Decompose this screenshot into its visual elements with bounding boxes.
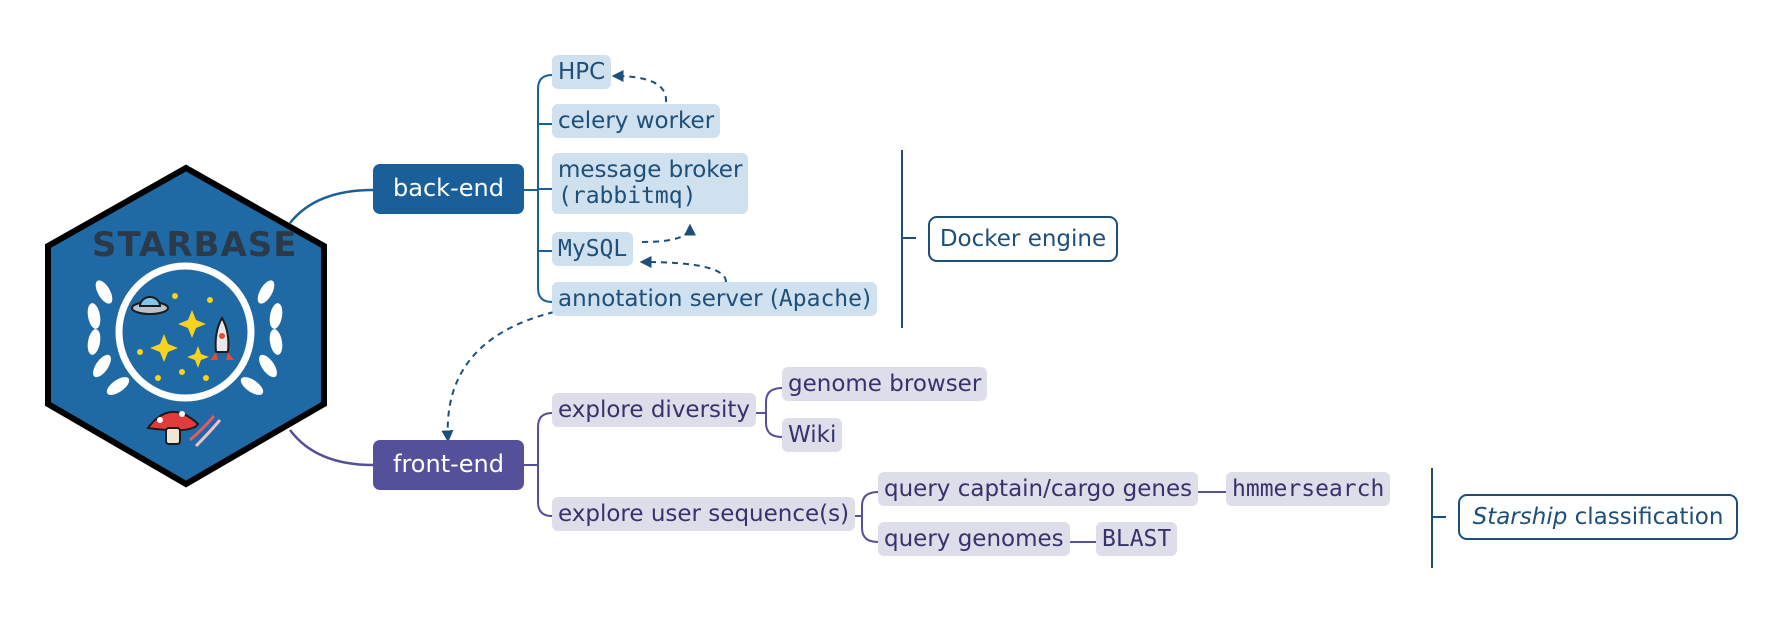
annotation-server-label: annotation server ( [558, 286, 779, 312]
connector-logo-backend [289, 188, 374, 224]
rocket-icon [210, 315, 234, 360]
hmmersearch-node[interactable]: hmmersearch [1226, 472, 1391, 507]
mysql-node[interactable]: MySQL [552, 232, 634, 267]
backend-bracket [524, 74, 553, 303]
annotation-server-close: ) [862, 286, 871, 312]
dna-helix-icon [189, 415, 222, 448]
frontend-bracket [524, 412, 553, 517]
backend-dashed-arrows [441, 70, 727, 443]
annotation-server-node[interactable]: annotation server (Apache) [552, 282, 877, 317]
connector-logo-frontend [288, 429, 374, 467]
query-captain-node[interactable]: query captain/cargo genes [878, 472, 1199, 507]
query-genomes-node[interactable]: query genomes [878, 522, 1070, 557]
ufo-icon [131, 296, 169, 315]
annotation-server-apache: Apache [778, 286, 862, 312]
classification-label: classification [1567, 503, 1724, 530]
genome-browser-node[interactable]: genome browser [782, 367, 988, 402]
frontend-node[interactable]: front-end [373, 440, 524, 490]
diversity-bracket [752, 387, 783, 438]
explore-diversity-node[interactable]: explore diversity [552, 393, 757, 428]
starship-italic: Starship [1472, 503, 1568, 530]
mushroom-icon [146, 410, 200, 445]
laurel-wreath-icon [87, 280, 283, 395]
classification-bracket [1431, 468, 1446, 568]
message-broker-detail: (rabbitmq) [558, 183, 697, 210]
user-seq-bracket [850, 491, 1226, 543]
docker-bracket [901, 150, 916, 328]
hpc-node[interactable]: HPC [552, 55, 612, 90]
logo-title: STARBASE [92, 225, 298, 265]
backend-node[interactable]: back-end [373, 164, 524, 214]
blast-node[interactable]: BLAST [1096, 522, 1178, 557]
explore-user-sequence-node[interactable]: explore user sequence(s) [552, 497, 856, 532]
message-broker-node[interactable]: message broker (rabbitmq) [552, 153, 749, 214]
docker-engine-node[interactable]: Docker engine [928, 216, 1118, 262]
message-broker-label: message broker [558, 157, 743, 183]
starbase-logo [45, 164, 327, 488]
celery-worker-node[interactable]: celery worker [552, 104, 721, 139]
wiki-node[interactable]: Wiki [782, 418, 843, 453]
starship-classification-node[interactable]: Starship classification [1458, 494, 1738, 540]
